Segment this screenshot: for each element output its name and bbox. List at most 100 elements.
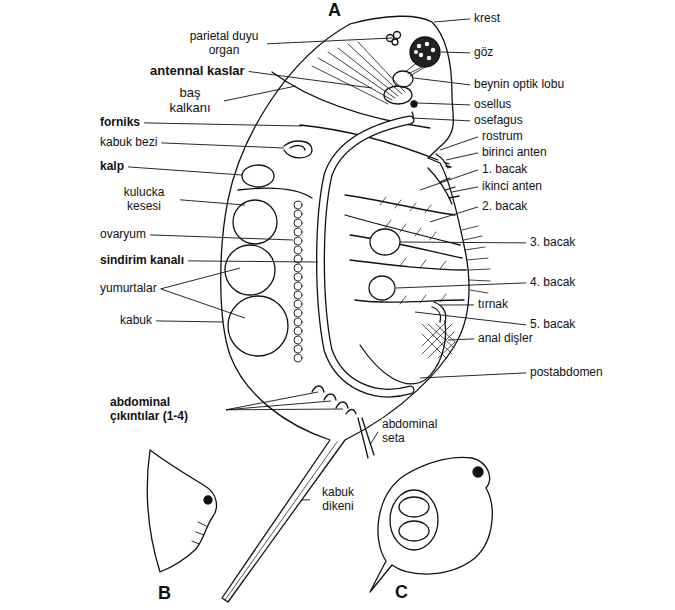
leader-line bbox=[400, 242, 526, 244]
heart bbox=[242, 165, 274, 187]
part-label: rostrum bbox=[482, 130, 523, 144]
leader-line bbox=[452, 187, 478, 192]
part-label: anal dişler bbox=[478, 332, 533, 346]
leader-line bbox=[226, 409, 343, 411]
leader-line bbox=[180, 200, 245, 205]
abdominal-processes bbox=[312, 386, 356, 414]
part-label: forniks bbox=[100, 116, 140, 130]
leader-line bbox=[370, 432, 378, 445]
figure-c-eye bbox=[473, 467, 483, 477]
leader-line bbox=[161, 268, 240, 289]
part-label: ovaryum bbox=[100, 228, 146, 242]
egg bbox=[228, 296, 288, 356]
leader-line bbox=[249, 71, 372, 88]
figure-c-brood bbox=[390, 490, 438, 550]
optic-lobe bbox=[393, 71, 413, 87]
part-label: krest bbox=[474, 12, 500, 26]
part-label: abdominal seta bbox=[382, 418, 454, 446]
leader-line bbox=[226, 401, 331, 410]
part-label: kulucka kesesi bbox=[112, 186, 176, 214]
part-label: 2. bacak bbox=[482, 200, 527, 214]
part-label: 1. bacak bbox=[482, 163, 527, 177]
leader-line bbox=[156, 321, 223, 322]
leg-lobe bbox=[370, 229, 400, 255]
leader-line bbox=[396, 283, 526, 288]
part-label: beynin optik lobu bbox=[474, 78, 564, 92]
leader-line bbox=[440, 137, 478, 150]
part-label: 5. bacak bbox=[530, 318, 575, 332]
leader-line bbox=[188, 261, 318, 262]
leader-line bbox=[446, 153, 478, 160]
figure-letter: A bbox=[328, 0, 341, 21]
leader-line bbox=[302, 499, 310, 500]
leader-line bbox=[448, 339, 474, 340]
leader-line bbox=[430, 207, 478, 222]
figure-b-legs bbox=[192, 522, 206, 544]
brain bbox=[384, 86, 412, 104]
compound-eye bbox=[410, 37, 440, 67]
leader-line bbox=[412, 118, 470, 121]
egg bbox=[233, 200, 277, 244]
leader-line bbox=[420, 373, 526, 378]
leader-line bbox=[417, 103, 470, 105]
part-label: tırnak bbox=[478, 298, 508, 312]
leader-line bbox=[415, 312, 526, 325]
leader-line bbox=[161, 143, 284, 148]
carapace-outline bbox=[221, 16, 469, 602]
leader-line bbox=[441, 52, 470, 54]
ventral-setae bbox=[462, 226, 490, 293]
part-label: 3. bacak bbox=[530, 236, 575, 250]
part-label: antennal kaslar bbox=[150, 64, 245, 79]
figure-letter: B bbox=[158, 583, 171, 604]
abdominal-setae bbox=[358, 418, 374, 458]
ocellus bbox=[411, 101, 417, 107]
part-label: sindirim kanalı bbox=[100, 254, 184, 268]
part-label: osefagus bbox=[474, 114, 523, 128]
leader-line bbox=[434, 19, 470, 22]
figure-letter: C bbox=[395, 582, 408, 603]
leader-line bbox=[420, 170, 478, 190]
part-label: yumurtalar bbox=[100, 282, 157, 296]
part-label: kabuk bbox=[120, 314, 152, 328]
figure-b-outline bbox=[147, 450, 216, 572]
figure-c-egg bbox=[399, 497, 429, 517]
ovary bbox=[294, 201, 302, 362]
part-label: göz bbox=[474, 46, 493, 60]
leader-line bbox=[226, 392, 318, 410]
leg-lobe bbox=[369, 276, 395, 300]
part-label: abdominal çıkıntılar (1-4) bbox=[110, 396, 222, 424]
part-label: 4. bacak bbox=[530, 276, 575, 290]
figure-c-egg bbox=[399, 521, 429, 541]
leader-line bbox=[144, 123, 302, 126]
antennal-muscles bbox=[312, 42, 405, 104]
part-label: baş kalkanı bbox=[160, 86, 220, 116]
leader-line bbox=[414, 78, 470, 85]
part-label: osellus bbox=[474, 98, 511, 112]
first-antenna bbox=[436, 154, 451, 168]
part-label: kalp bbox=[100, 160, 124, 174]
part-label: birinci anten bbox=[482, 146, 547, 160]
leader-line bbox=[161, 289, 245, 318]
part-label: parietal duyu organ bbox=[185, 30, 263, 58]
leader-line bbox=[128, 167, 242, 175]
leader-line bbox=[440, 304, 474, 305]
part-label: ikinci anten bbox=[482, 180, 542, 194]
brood-pouch-line bbox=[238, 188, 312, 198]
eye-facets bbox=[414, 42, 435, 60]
leader-line bbox=[267, 38, 392, 44]
spine-midline bbox=[225, 442, 337, 600]
postabdomen bbox=[360, 322, 446, 384]
figure-c-outline bbox=[370, 457, 492, 592]
part-label: kabuk bezi bbox=[100, 136, 157, 150]
part-label: kabuk dikeni bbox=[314, 486, 362, 514]
part-label: postabdomen bbox=[530, 366, 603, 380]
leader-line bbox=[224, 86, 296, 101]
optic-nerves bbox=[405, 62, 430, 76]
figure-b-eye bbox=[204, 496, 212, 504]
leader-line bbox=[150, 235, 293, 240]
shell-gland bbox=[284, 141, 312, 158]
